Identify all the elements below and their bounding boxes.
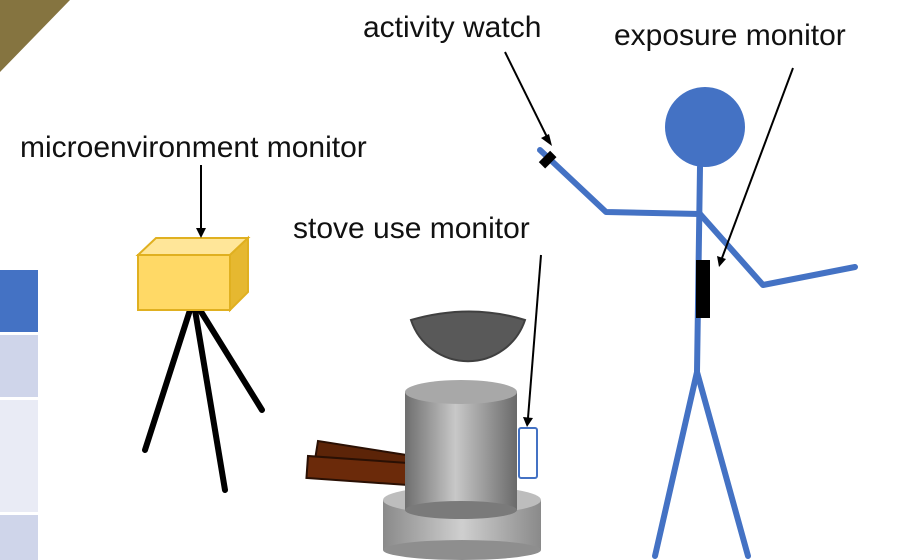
tripod-leg <box>197 307 265 413</box>
person-right-leg <box>694 369 751 559</box>
stove-body-top <box>405 380 517 404</box>
exposure-monitor-device <box>696 260 710 318</box>
arrowhead <box>523 417 533 427</box>
label-exposure-monitor: exposure monitor <box>614 19 846 52</box>
arrowhead <box>717 256 726 267</box>
stove <box>305 310 541 560</box>
arrow-exposure-monitor <box>721 67 794 259</box>
activity-watch-device <box>538 150 557 169</box>
arrowhead <box>196 228 206 238</box>
label-microenvironment-monitor: microenvironment monitor <box>20 131 367 164</box>
stove-body-bottom <box>405 501 517 519</box>
table-row-cell <box>0 335 38 397</box>
person-raised-arm <box>537 147 703 217</box>
tripod-leg <box>142 307 193 453</box>
stove-body <box>405 392 517 510</box>
pot <box>409 310 527 363</box>
arrow-activity-watch <box>504 51 548 138</box>
partial-table <box>0 270 38 560</box>
label-stove-use-monitor: stove use monitor <box>293 212 530 245</box>
person-left-leg <box>652 369 700 559</box>
person <box>537 87 858 559</box>
tripod-leg <box>192 307 228 493</box>
microenvironment-monitor <box>135 235 265 493</box>
corner-triangle <box>0 0 70 72</box>
arrowhead <box>541 134 552 146</box>
label-activity-watch: activity watch <box>363 11 541 44</box>
pointer-arrows <box>196 51 794 427</box>
monitor-box-face <box>137 254 231 311</box>
stove-use-sensor <box>518 427 538 479</box>
arrow-stove-use-monitor <box>527 254 542 419</box>
person-head <box>665 87 745 167</box>
table-header-cell <box>0 270 38 332</box>
table-row-cell <box>0 515 38 560</box>
person-right-arm <box>697 211 858 288</box>
stove-base-bottom <box>383 540 541 560</box>
table-row-cell <box>0 400 38 512</box>
